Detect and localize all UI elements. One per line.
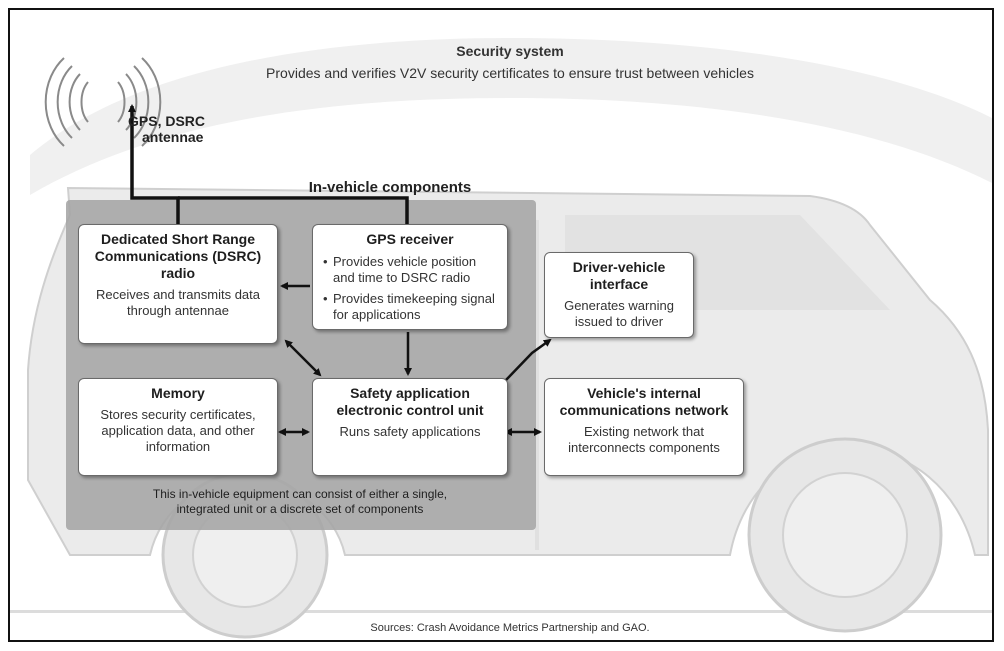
driver-vehicle-interface-box: Driver-vehicle interface Generates warni… <box>544 252 694 338</box>
in-vehicle-footnote-line1: This in-vehicle equipment can consist of… <box>152 487 448 501</box>
gps-bullet-2: Provides timekeeping signal for applicat… <box>323 291 499 323</box>
gps-receiver-title: GPS receiver <box>366 231 454 247</box>
in-vehicle-title: In-vehicle components <box>308 179 472 196</box>
memory-desc: Stores security certificates, applicatio… <box>100 407 256 454</box>
ground-line <box>10 610 992 613</box>
dsrc-radio-box: Dedicated Short Range Communications (DS… <box>78 224 278 344</box>
dsrc-radio-title: Dedicated Short Range Communications (DS… <box>94 231 262 281</box>
antenna-label: GPS, DSRC antennae <box>128 113 238 145</box>
diagram-frame: Security system Provides and verifies V2… <box>8 8 994 642</box>
security-title: Security system <box>456 43 564 59</box>
dsrc-safety-arrow <box>284 339 322 377</box>
gps-receiver-box: GPS receiver Provides vehicle position a… <box>312 224 508 330</box>
in-vehicle-footnote: This in-vehicle equipment can consist of… <box>70 487 530 517</box>
memory-title: Memory <box>151 385 205 401</box>
memory-box: Memory Stores security certificates, app… <box>78 378 278 476</box>
sources-note: Sources: Crash Avoidance Metrics Partner… <box>370 622 650 634</box>
gps-bullet-1: Provides vehicle position and time to DS… <box>323 254 499 286</box>
safety-application-ecu-desc: Runs safety applications <box>339 424 481 439</box>
internal-network-box: Vehicle's internal communications networ… <box>544 378 744 476</box>
gps-antenna-line <box>178 196 409 232</box>
door-line <box>535 220 539 550</box>
dsrc-radio-desc: Receives and transmits data through ante… <box>95 287 261 318</box>
internal-network-desc: Existing network that interconnects comp… <box>568 424 720 455</box>
gps-receiver-bullets: Provides vehicle position and time to DS… <box>321 254 499 323</box>
driver-vehicle-interface-desc: Generates warning issued to driver <box>564 298 674 329</box>
antenna-label-line2: antennae <box>142 129 204 145</box>
safety-application-ecu-title: Safety application electronic control un… <box>336 385 484 418</box>
antenna-waves-icon <box>44 57 162 147</box>
antenna-arrow <box>128 104 180 232</box>
front-hub <box>782 472 908 598</box>
safety-to-driver-arrow <box>505 338 552 381</box>
security-description: Provides and verifies V2V security certi… <box>266 65 754 81</box>
security-arc <box>30 38 992 195</box>
safety-application-ecu-box: Safety application electronic control un… <box>312 378 508 476</box>
driver-vehicle-interface-title: Driver-vehicle interface <box>572 259 666 292</box>
internal-network-title: Vehicle's internal communications networ… <box>559 385 729 418</box>
antenna-label-line1: GPS, DSRC <box>128 113 206 129</box>
in-vehicle-footnote-line2: integrated unit or a discrete set of com… <box>176 502 424 516</box>
